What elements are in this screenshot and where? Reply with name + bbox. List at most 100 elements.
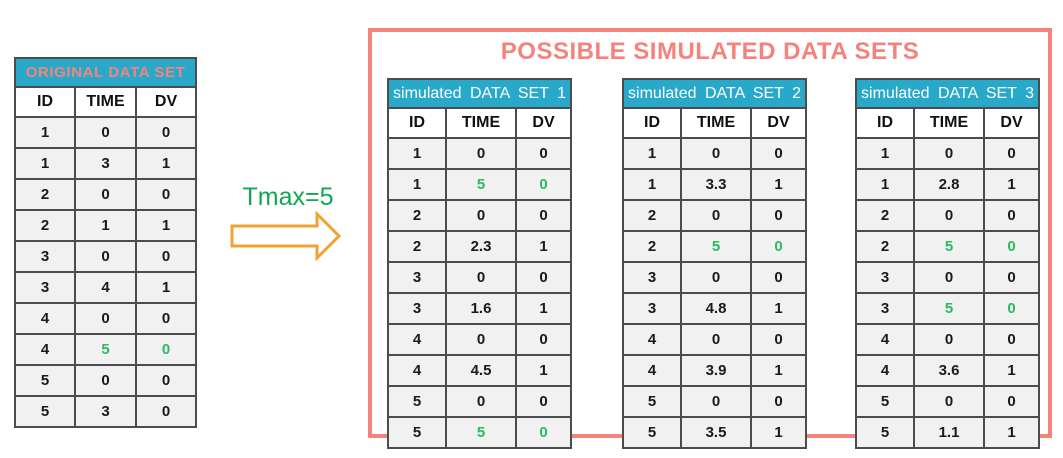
table-cell: 2 — [855, 199, 915, 232]
table-cell: 5 — [445, 168, 517, 201]
table-cell: 0 — [514, 323, 573, 356]
table-cell: 0 — [74, 302, 137, 335]
table-cell: 5 — [387, 416, 447, 449]
table-cell: 0 — [913, 385, 985, 418]
table-cell: 2.8 — [913, 168, 985, 201]
table-cell: 0 — [514, 261, 573, 294]
table-cell: 0 — [680, 385, 752, 418]
table-cell: 1 — [387, 168, 447, 201]
table-cell: 0 — [749, 385, 808, 418]
table-cell: 1 — [134, 147, 198, 180]
table-cell: 4 — [855, 354, 915, 387]
table-cell: 1 — [749, 168, 808, 201]
table-cell: 0 — [134, 240, 198, 273]
table-cell: 0 — [749, 230, 808, 263]
column-header-id: ID — [387, 107, 447, 139]
table-cell: 0 — [514, 385, 573, 418]
column-header-id: ID — [622, 107, 682, 139]
table-cell: 0 — [982, 323, 1041, 356]
column-header-id: ID — [14, 86, 76, 118]
table-cell: 4 — [622, 354, 682, 387]
tmax-label: Tmax=5 — [242, 183, 334, 211]
table-cell: 4.8 — [680, 292, 752, 325]
table-title-row: ORIGINAL DATA SET — [13, 57, 198, 88]
table-cell: 0 — [913, 199, 985, 232]
table-cell: 0 — [134, 178, 198, 211]
table-cell: 0 — [514, 199, 573, 232]
table-cell: 3 — [14, 240, 76, 273]
table-cell: 0 — [982, 230, 1041, 263]
table-cell: 0 — [445, 261, 517, 294]
table-cell: 1 — [749, 354, 808, 387]
table-cell: 5 — [14, 395, 76, 428]
table-cell: 0 — [913, 137, 985, 170]
table-cell: 0 — [749, 137, 808, 170]
table-cell: 2 — [855, 230, 915, 263]
table-cell: 0 — [514, 416, 573, 449]
table-cell: 0 — [982, 261, 1041, 294]
table-cell: 0 — [982, 292, 1041, 325]
table-cell: 0 — [680, 137, 752, 170]
table-cell: 3 — [74, 395, 137, 428]
table-cell: 5 — [14, 364, 76, 397]
table-cell: 1 — [14, 116, 76, 149]
table-cell: 1 — [749, 292, 808, 325]
table-cell: 3 — [622, 261, 682, 294]
table-cell: 1 — [514, 292, 573, 325]
table-cell: 5 — [855, 385, 915, 418]
table-cell: 3 — [387, 261, 447, 294]
table-cell: 0 — [74, 240, 137, 273]
column-header-time: TIME — [445, 107, 517, 139]
table-cell: 2 — [14, 178, 76, 211]
table-cell: 3.6 — [913, 354, 985, 387]
table-cell: 0 — [749, 261, 808, 294]
table-title-row: simulated DATA SET 1 — [386, 78, 573, 109]
table-cell: 4 — [14, 302, 76, 335]
table-cell: 0 — [680, 199, 752, 232]
table-cell: 4.5 — [445, 354, 517, 387]
table-cell: 1 — [855, 137, 915, 170]
table-cell: 0 — [913, 323, 985, 356]
table-cell: 5 — [622, 416, 682, 449]
column-header-time: TIME — [680, 107, 752, 139]
table-cell: 0 — [134, 302, 198, 335]
table-cell: 0 — [680, 261, 752, 294]
simulated-table-1-title: simulated DATA SET 1 — [386, 78, 573, 109]
table-cell: 0 — [514, 168, 573, 201]
simulated-sets-title: POSSIBLE SIMULATED DATA SETS — [500, 38, 920, 65]
table-cell: 4 — [622, 323, 682, 356]
table-cell: 1 — [134, 209, 198, 242]
table-cell: 0 — [74, 116, 137, 149]
table-cell: 5 — [387, 385, 447, 418]
table-cell: 0 — [749, 199, 808, 232]
table-cell: 2 — [622, 230, 682, 263]
table-cell: 5 — [913, 292, 985, 325]
table-cell: 0 — [913, 261, 985, 294]
table-cell: 3 — [855, 292, 915, 325]
column-header-time: TIME — [74, 86, 137, 118]
column-header-id: ID — [855, 107, 915, 139]
table-cell: 3 — [74, 147, 137, 180]
